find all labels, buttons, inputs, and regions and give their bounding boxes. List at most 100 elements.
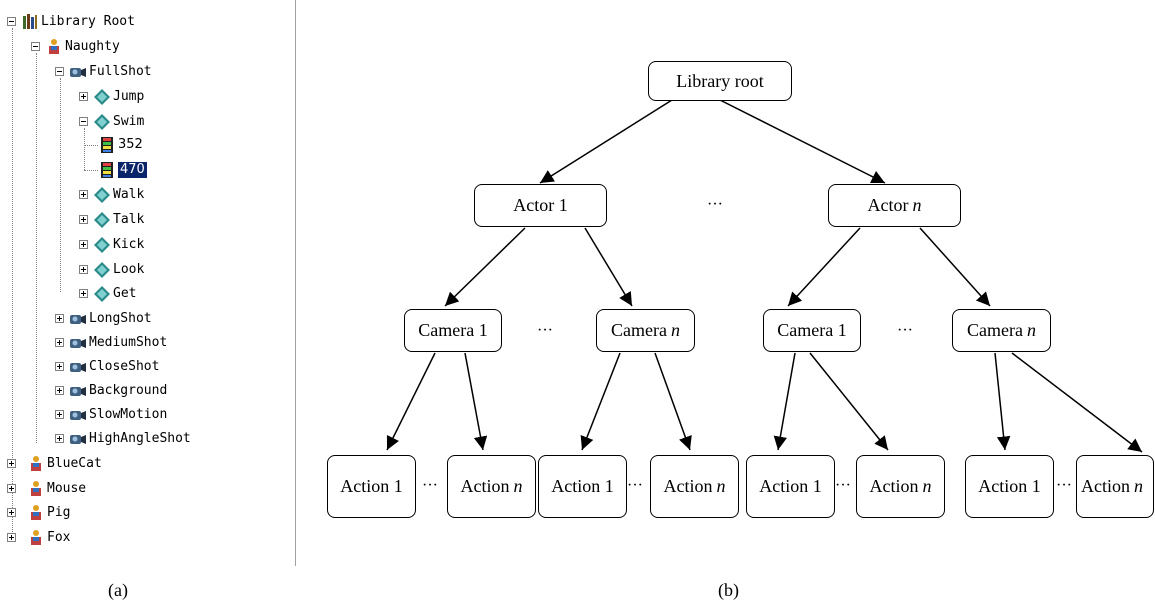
ellipsis: ··· bbox=[835, 477, 851, 494]
action-icon bbox=[94, 89, 110, 105]
camera-icon bbox=[70, 411, 86, 420]
edge-cameran-action1 bbox=[994, 352, 1011, 451]
tree-node-camera[interactable]: Background bbox=[52, 379, 167, 403]
actor-figure-icon bbox=[31, 530, 41, 545]
node-label: Action 1 bbox=[759, 476, 822, 496]
library-tree-panel: Library Root Naughty FullShot Jump Swim bbox=[0, 0, 296, 566]
tree-node-actor[interactable]: BlueCat bbox=[4, 452, 102, 476]
tree-label-camera: HighAngleShot bbox=[89, 431, 191, 446]
tree-label-take: 470 bbox=[118, 162, 147, 178]
expand-toggle[interactable] bbox=[79, 265, 88, 274]
edge-cameran-actionn bbox=[1011, 352, 1143, 453]
action-icon bbox=[94, 114, 110, 130]
node-camera-1: Camera 1 bbox=[763, 309, 861, 352]
tree-label-actor: Naughty bbox=[65, 39, 120, 54]
tree-node-actor[interactable]: Naughty bbox=[28, 35, 120, 59]
actor-figure-icon bbox=[31, 505, 41, 520]
tree-node-actor[interactable]: Pig bbox=[4, 501, 70, 525]
expand-toggle[interactable] bbox=[7, 459, 16, 468]
expand-toggle[interactable] bbox=[55, 410, 64, 419]
tree-node-action[interactable]: Jump bbox=[76, 85, 144, 109]
collapse-toggle[interactable] bbox=[7, 17, 16, 26]
caption-b: (b) bbox=[718, 580, 739, 600]
tree-node-actor[interactable]: Fox bbox=[4, 526, 70, 550]
camera-icon bbox=[70, 363, 86, 372]
film-clip-icon bbox=[101, 162, 113, 178]
tree-guide-line bbox=[84, 170, 98, 171]
ellipsis: ··· bbox=[1056, 477, 1072, 494]
tree-guide-line bbox=[84, 128, 85, 170]
node-label: Camera bbox=[967, 320, 1023, 340]
collapse-toggle[interactable] bbox=[55, 67, 64, 76]
expand-toggle[interactable] bbox=[79, 289, 88, 298]
expand-toggle[interactable] bbox=[79, 92, 88, 101]
tree-node-camera[interactable]: CloseShot bbox=[52, 355, 159, 379]
tree-node-camera[interactable]: HighAngleShot bbox=[52, 427, 191, 451]
actor-figure-icon bbox=[49, 39, 59, 54]
expand-toggle[interactable] bbox=[79, 240, 88, 249]
tree-node-actor[interactable]: Mouse bbox=[4, 477, 86, 501]
expand-toggle[interactable] bbox=[79, 215, 88, 224]
camera-icon bbox=[70, 68, 86, 77]
tree-node-action[interactable]: Kick bbox=[76, 233, 144, 257]
tree-label-action: Talk bbox=[113, 212, 145, 227]
tree-node-action[interactable]: Swim bbox=[76, 110, 144, 134]
expand-toggle[interactable] bbox=[55, 386, 64, 395]
expand-toggle[interactable] bbox=[7, 533, 16, 542]
collapse-toggle[interactable] bbox=[79, 117, 88, 126]
tree-node-action[interactable]: Walk bbox=[76, 183, 144, 207]
tree-node-camera[interactable]: MediumShot bbox=[52, 331, 167, 355]
expand-toggle[interactable] bbox=[55, 338, 64, 347]
actor-figure-icon bbox=[31, 456, 41, 471]
tree-label-root: Library Root bbox=[41, 14, 135, 29]
tree-label-action: Look bbox=[113, 262, 145, 277]
expand-toggle[interactable] bbox=[55, 434, 64, 443]
node-action-1: Action 1 bbox=[327, 455, 416, 518]
node-label: Camera 1 bbox=[418, 320, 488, 340]
edge-root-actor1 bbox=[539, 99, 673, 184]
expand-toggle[interactable] bbox=[7, 508, 16, 517]
camera-icon bbox=[70, 339, 86, 348]
tree-node-camera[interactable]: SlowMotion bbox=[52, 403, 167, 427]
collapse-toggle[interactable] bbox=[31, 42, 40, 51]
tree-node-take[interactable]: 352 bbox=[98, 133, 143, 157]
ellipsis: ··· bbox=[627, 477, 643, 494]
node-label: Actor 1 bbox=[513, 195, 568, 215]
tree-node-camera[interactable]: LongShot bbox=[52, 307, 152, 331]
tree-node-action[interactable]: Get bbox=[76, 282, 136, 306]
expand-toggle[interactable] bbox=[55, 362, 64, 371]
tree-node-action[interactable]: Talk bbox=[76, 208, 144, 232]
tree-label-action: Swim bbox=[113, 114, 145, 129]
tree-label-camera: FullShot bbox=[89, 64, 152, 79]
tree-node-take-selected[interactable]: 470 bbox=[98, 158, 147, 182]
expand-toggle[interactable] bbox=[79, 190, 88, 199]
edge-actor1-camera1 bbox=[444, 227, 526, 307]
tree-node-library-root[interactable]: Library Root bbox=[4, 10, 135, 34]
tree-label-action: Kick bbox=[113, 237, 145, 252]
tree-node-camera[interactable]: FullShot bbox=[52, 60, 152, 84]
tree-label-actor: Pig bbox=[47, 505, 71, 520]
tree-label-camera: MediumShot bbox=[89, 335, 168, 350]
diagram-connectors bbox=[386, 99, 1143, 453]
tree-guide-line bbox=[60, 78, 61, 292]
node-action-1: Action 1 bbox=[538, 455, 627, 518]
node-label-italic: n bbox=[912, 195, 922, 215]
node-label-italic: n bbox=[670, 320, 680, 340]
node-label-italic: n bbox=[922, 476, 932, 496]
tree-label-actor: Mouse bbox=[47, 481, 87, 496]
expand-toggle[interactable] bbox=[7, 484, 16, 493]
node-label-italic: n bbox=[1134, 476, 1143, 496]
tree-label-actor: Fox bbox=[47, 530, 71, 545]
node-actor-1: Actor 1 bbox=[474, 184, 607, 227]
tree-label-action: Jump bbox=[113, 89, 145, 104]
ellipsis: ··· bbox=[537, 322, 553, 339]
tree-node-action[interactable]: Look bbox=[76, 258, 144, 282]
tree-label-camera: LongShot bbox=[89, 311, 152, 326]
edge-camera1-action1 bbox=[386, 352, 436, 451]
expand-toggle[interactable] bbox=[55, 314, 64, 323]
